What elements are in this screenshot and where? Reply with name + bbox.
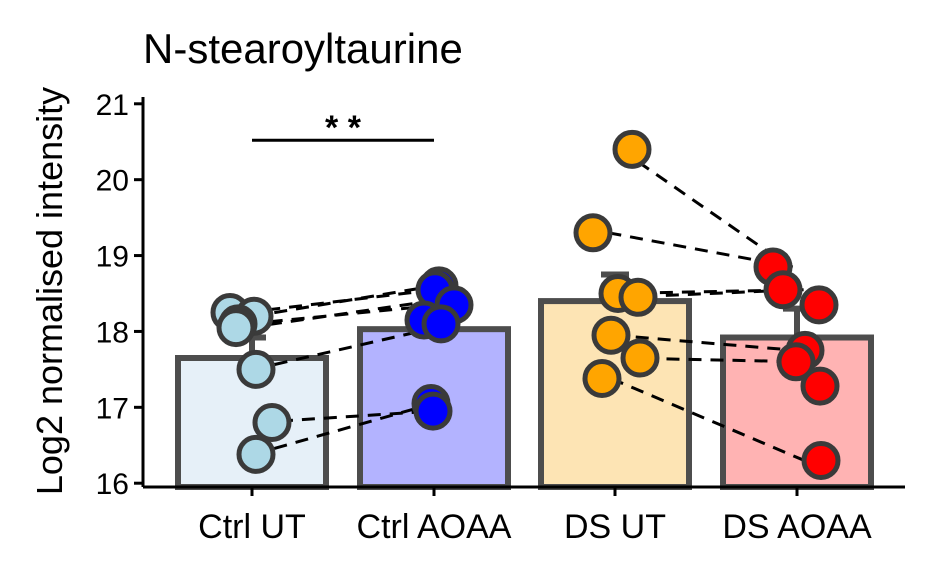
paired-line — [619, 148, 791, 269]
paired-line — [610, 377, 805, 462]
data-point-ds-aoaa — [800, 366, 840, 406]
data-point-ds-ut — [618, 277, 658, 317]
y-axis-label: Log2 normalised intensity — [29, 87, 70, 495]
data-point-ctrl-ut — [216, 308, 256, 348]
paired-line — [252, 284, 435, 318]
y-tick-label: 16 — [96, 468, 129, 501]
data-point-ds-ut — [573, 213, 613, 253]
paired-line — [246, 299, 432, 330]
x-tick-label: DS UT — [564, 508, 666, 546]
annotation-layer: * * — [252, 109, 434, 147]
data-point-ctrl-ut — [252, 403, 292, 442]
y-tick-label: 17 — [96, 392, 129, 425]
paired-line — [252, 326, 437, 371]
significance-label: * * — [325, 109, 362, 147]
x-tick-label: Ctrl AOAA — [357, 508, 512, 546]
data-point-ds-aoaa — [763, 270, 803, 310]
y-tick-label: 20 — [96, 165, 129, 198]
points-layer — [210, 129, 841, 480]
data-point-ds-aoaa — [799, 285, 839, 325]
data-point-ctrl-aoaa — [413, 391, 453, 431]
x-tick-label: Ctrl UT — [198, 508, 306, 546]
y-tick-label: 21 — [96, 89, 129, 122]
paired-line — [252, 402, 435, 456]
data-point-ds-ut — [591, 315, 631, 355]
y-tick-label: 19 — [96, 241, 129, 274]
y-tick-label: 18 — [96, 316, 129, 349]
data-point-ds-aoaa — [801, 440, 841, 480]
data-point-ds-aoaa — [776, 342, 816, 382]
data-point-ds-ut — [582, 358, 622, 398]
bars-layer — [175, 298, 874, 491]
x-tick-label: DS AOAA — [722, 508, 872, 546]
chart-title: N-stearoyltaurine — [143, 25, 463, 72]
data-point-ctrl-ut — [236, 349, 276, 389]
data-point-ds-ut — [620, 338, 660, 378]
paired-line — [613, 333, 797, 352]
data-point-ds-ut — [612, 129, 652, 169]
data-point-ctrl-ut — [236, 434, 276, 474]
data-point-ctrl-aoaa — [421, 304, 461, 344]
bar-ds-aoaa — [720, 334, 874, 491]
